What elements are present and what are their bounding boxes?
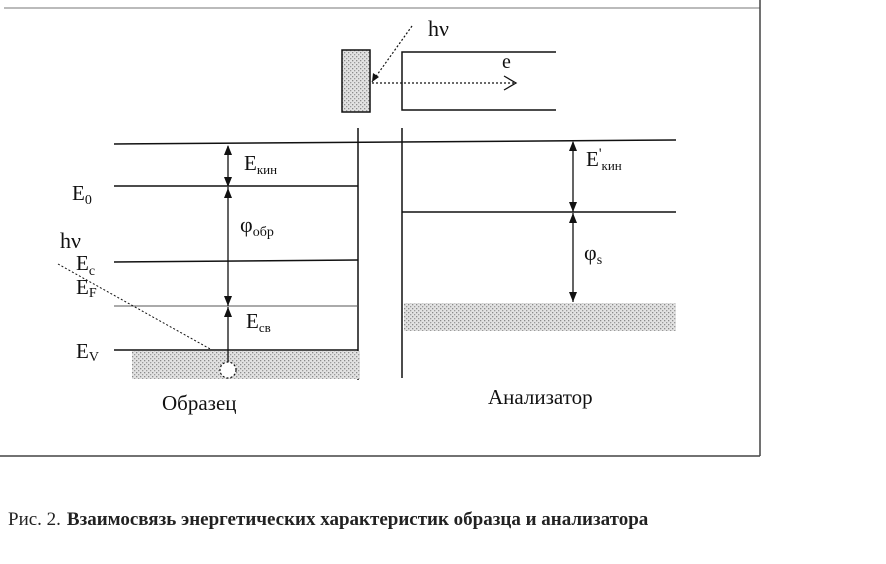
label-esv: Eсв xyxy=(246,309,271,335)
caption-prefix: Рис. 2. xyxy=(8,509,61,530)
caption-title: Взаимосвязь энергетических характеристик… xyxy=(67,509,649,530)
label-ec: Ec xyxy=(76,251,95,279)
arrow-ekin-prime-head-bottom xyxy=(569,202,577,212)
sample-valence-band xyxy=(132,351,360,379)
arrow-phi-s-head-top xyxy=(569,213,577,223)
sample-plate xyxy=(341,49,371,113)
arrow-ekin-head-bottom xyxy=(224,177,232,187)
label-ekin: Eкин xyxy=(244,151,277,177)
label-phi-obr: φобр xyxy=(240,212,274,240)
electron-arrowhead xyxy=(503,75,518,91)
label-ekin-prime: E'кин xyxy=(586,146,622,173)
photon-ray-left xyxy=(57,263,213,351)
photon-arrowhead-top xyxy=(372,73,379,82)
analyzer-label: Анализатор xyxy=(488,385,593,409)
analyzer-fermi-band xyxy=(404,303,676,331)
vacuum-kinetic-level xyxy=(113,139,677,145)
arrow-esv-head-top xyxy=(224,307,232,317)
arrow-ekin-prime-head-top xyxy=(569,141,577,151)
photon-label-left: hν xyxy=(60,228,81,253)
level-ec xyxy=(113,259,359,263)
arrow-phi-obr-head-top xyxy=(224,188,232,198)
photo-hole-icon xyxy=(219,361,237,379)
label-ev: EV xyxy=(76,339,99,365)
analyzer-entrance xyxy=(401,51,556,111)
arrow-ekin-head-top xyxy=(224,145,232,155)
photon-ray-top xyxy=(371,25,413,83)
label-phi-s: φs xyxy=(584,240,602,268)
label-ef: EF xyxy=(76,275,97,301)
electron-label: e xyxy=(502,51,511,73)
figure-caption: Рис. 2. Взаимосвязь энергетических характ… xyxy=(8,509,649,530)
arrow-phi-obr-head-bottom xyxy=(224,296,232,306)
label-e0: E0 xyxy=(72,181,92,208)
arrow-phi-s-head-bottom xyxy=(569,292,577,302)
sample-label: Образец xyxy=(162,391,237,415)
photon-label-top: hν xyxy=(428,16,449,41)
